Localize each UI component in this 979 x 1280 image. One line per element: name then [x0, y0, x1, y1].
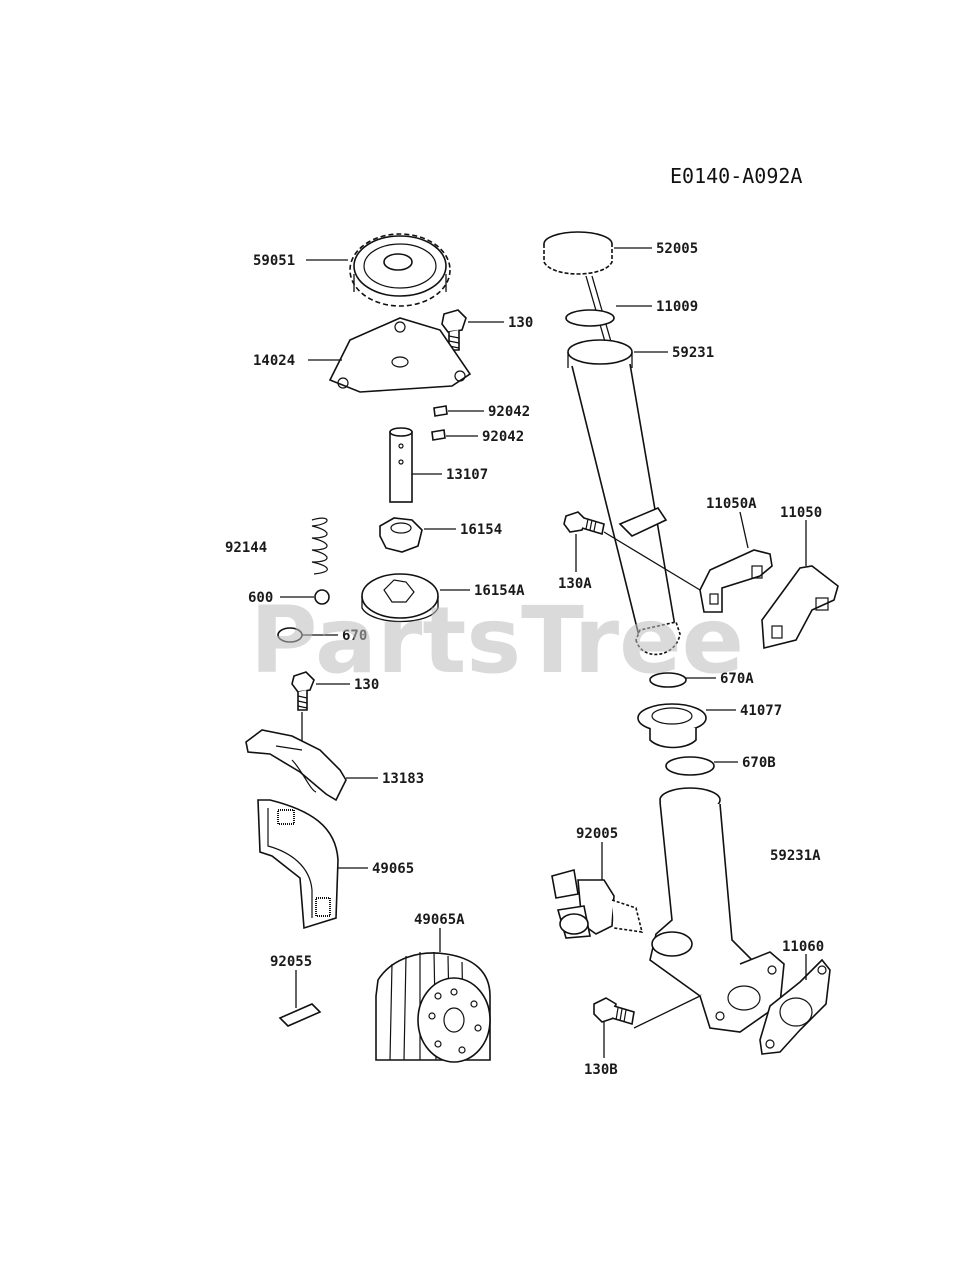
spring-92144[interactable]: [311, 517, 328, 575]
pin-92042-a[interactable]: [433, 405, 448, 417]
gasket-11060[interactable]: [759, 958, 831, 1055]
plate-13183[interactable]: [245, 729, 347, 802]
part-label-92005[interactable]: 92005: [576, 826, 618, 842]
leader-130A-axis: [603, 531, 701, 591]
part-label-11009[interactable]: 11009: [656, 299, 698, 315]
tube-59231A[interactable]: [649, 787, 785, 1033]
bolt-130B[interactable]: [593, 997, 635, 1026]
part-label-49065A[interactable]: 49065A: [414, 912, 465, 928]
watermark: PartsTree: [250, 587, 744, 694]
diagram-code: E0140-A092A: [670, 164, 802, 188]
pin-92042-b[interactable]: [431, 429, 446, 441]
bracket-11050[interactable]: [761, 565, 839, 650]
plate-14024[interactable]: [328, 317, 472, 393]
part-label-92144[interactable]: 92144: [225, 540, 267, 556]
rotor-16154[interactable]: [379, 517, 423, 553]
part-label-670[interactable]: 670: [342, 628, 367, 644]
part-label-14024[interactable]: 14024: [253, 353, 295, 369]
part-label-92055[interactable]: 92055: [270, 954, 312, 970]
leader-130B-axis: [633, 995, 701, 1029]
part-label-92042-b[interactable]: 92042: [482, 429, 524, 445]
part-label-11060[interactable]: 11060: [782, 939, 824, 955]
part-label-11050[interactable]: 11050: [780, 505, 822, 521]
part-label-52005[interactable]: 52005: [656, 241, 698, 257]
bushing-41077[interactable]: [637, 703, 707, 749]
rotor-16154A[interactable]: [361, 573, 439, 623]
part-label-41077[interactable]: 41077: [740, 703, 782, 719]
part-label-59231A[interactable]: 59231A: [770, 848, 821, 864]
part-label-670A[interactable]: 670A: [720, 671, 754, 687]
strainer-49065[interactable]: [257, 799, 339, 930]
part-label-130A[interactable]: 130A: [558, 576, 592, 592]
ball-600[interactable]: [314, 589, 330, 605]
part-label-11050A[interactable]: 11050A: [706, 496, 757, 512]
part-label-49065[interactable]: 49065: [372, 861, 414, 877]
part-label-59051[interactable]: 59051: [253, 253, 295, 269]
part-label-130B[interactable]: 130B: [584, 1062, 618, 1078]
oring-670B[interactable]: [665, 756, 715, 776]
gear-59051[interactable]: [349, 233, 451, 307]
part-label-130-mid[interactable]: 130: [354, 677, 379, 693]
part-label-600[interactable]: 600: [248, 590, 273, 606]
part-label-16154[interactable]: 16154: [460, 522, 502, 538]
filter-49065A[interactable]: [375, 951, 491, 1063]
oring-11009[interactable]: [565, 309, 615, 327]
tube-59231[interactable]: [567, 339, 681, 656]
valve-92005[interactable]: [551, 868, 644, 939]
bolt-130-mid[interactable]: [291, 671, 315, 711]
part-label-16154A[interactable]: 16154A: [474, 583, 525, 599]
part-label-59231[interactable]: 59231: [672, 345, 714, 361]
bolt-130A[interactable]: [563, 511, 605, 536]
cap-52005[interactable]: [543, 231, 613, 275]
part-label-13183[interactable]: 13183: [382, 771, 424, 787]
oring-670A[interactable]: [649, 672, 687, 688]
bracket-11050A[interactable]: [699, 549, 773, 613]
gasket-92055[interactable]: [278, 1003, 322, 1027]
part-label-92042-a[interactable]: 92042: [488, 404, 530, 420]
part-label-13107[interactable]: 13107: [446, 467, 488, 483]
part-label-670B[interactable]: 670B: [742, 755, 776, 771]
leader-11050A: [739, 511, 749, 549]
part-label-130-top[interactable]: 130: [508, 315, 533, 331]
shaft-13107[interactable]: [389, 427, 413, 503]
